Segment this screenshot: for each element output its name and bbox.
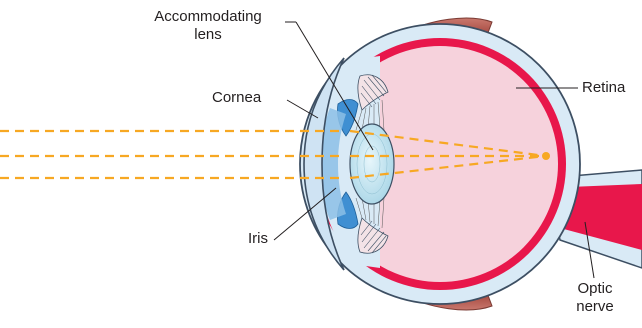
label-accommodating-lens-line1: Accommodating: [133, 8, 283, 26]
label-optic-nerve-line1: Optic: [570, 280, 620, 298]
label-retina: Retina: [582, 79, 625, 97]
label-iris: Iris: [248, 230, 268, 248]
focal-point: [542, 152, 550, 160]
label-accommodating-lens-line2: lens: [133, 26, 283, 44]
label-cornea: Cornea: [212, 89, 261, 107]
label-accommodating-lens: Accommodating lens: [133, 8, 283, 44]
label-optic-nerve: Optic nerve: [570, 280, 620, 316]
label-optic-nerve-line2: nerve: [570, 298, 620, 316]
